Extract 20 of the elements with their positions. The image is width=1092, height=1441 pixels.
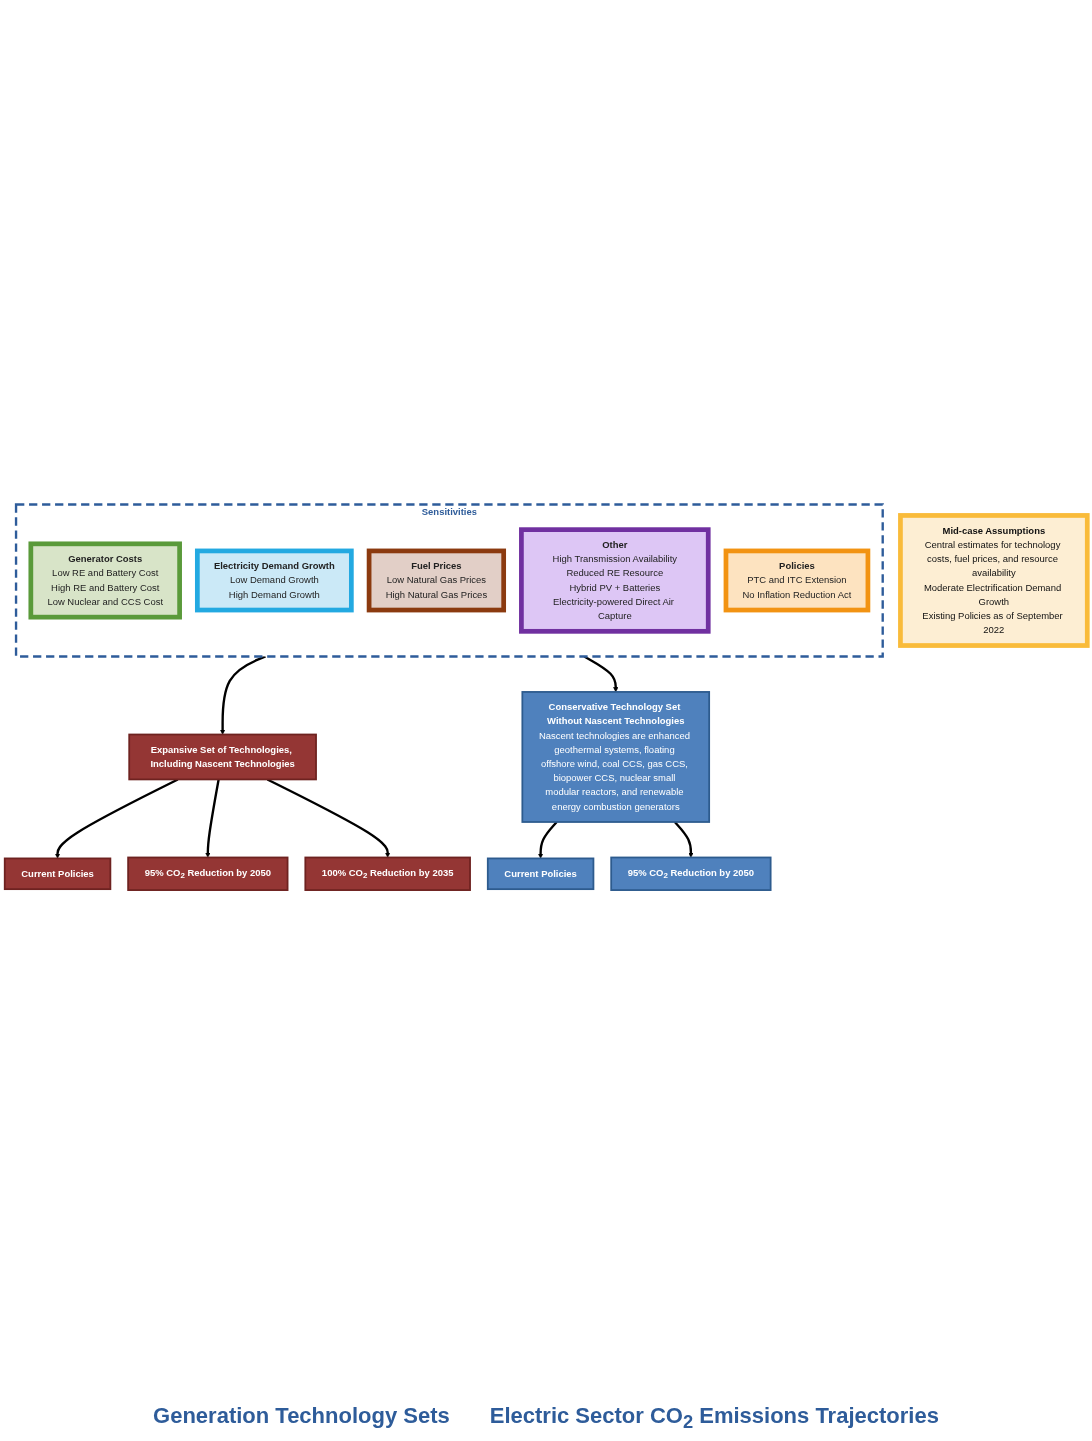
node-box: Conservative Technology Set Without Nascent Technologies Nascent technologies are enhanced geothermal systems, floating offshore wind, coal CCS, gas CCS, biopower CCS, nuclear small modular reactors, and renewable energy combustion generators [521, 691, 711, 823]
section-label: Electric Sector CO$_{2}$ Emissions Trajectories [489, 1402, 939, 1433]
arrow [673, 821, 694, 858]
node-box: Electricity Demand Growth Low Demand Growth High Demand Growth [194, 548, 354, 613]
node-box: Current Policies [3, 857, 112, 891]
node-box: 95% CO$_{2}$ Reduction by 2050 [127, 856, 289, 891]
node-box: Generator Costs Low RE and Battery Cost High RE and Battery Cost Low Nuclear and CCS Cost [28, 541, 182, 620]
node-box: 100% CO$_{2}$ Reduction by 2035 [304, 856, 471, 891]
node-box: Other High Transmission Availability Reduced RE Resource Hybrid PV + Batteries Electricity-powered Direct Air Capture [519, 527, 711, 634]
node-box: Current Policies [486, 857, 595, 891]
arrow [54, 778, 179, 859]
node-box: 95% CO$_{2}$ Reduction by 2050 [610, 856, 772, 891]
arrow [205, 779, 220, 858]
node-box: Policies PTC and ITC Extension No Inflation Reduction Act [723, 548, 871, 613]
section-label: Generation Technology Sets [153, 1402, 450, 1430]
node-box: Expansive Set of Technologies, Including Nascent Technologies [128, 733, 317, 781]
arrow [266, 778, 391, 858]
node-box: Mid-case Assumptions Central estimates for technology costs, fuel prices, and resource availability Moderate Electrification Demand Growth Existing Policies as of September 2022 [898, 513, 1090, 648]
node-box: Fuel Prices Low Natural Gas Prices High Natural Gas Prices [366, 548, 507, 613]
arrow [538, 821, 558, 859]
